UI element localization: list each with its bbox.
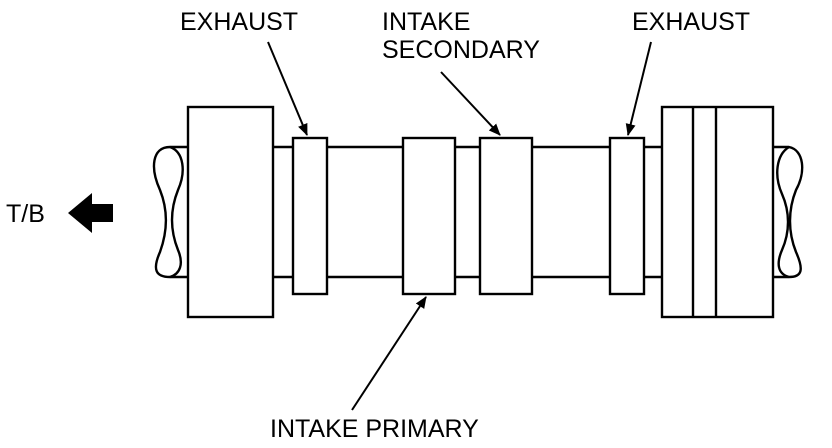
exhaust-lobe-left [291,136,329,296]
exhaust-left-leader [267,41,308,136]
intake-secondary-lobe [478,136,534,296]
intake-primary-lobe [401,136,457,296]
rear-journal [660,105,775,319]
front-journal [186,105,275,319]
exhaust-lobe-right [608,136,646,296]
intake-secondary-label-line1: INTAKE [382,8,470,36]
intake-secondary-label-line2: SECONDARY [382,36,540,64]
exhaust-left-label: EXHAUST [180,8,298,36]
exhaust-right-leader [625,41,652,136]
intake-primary-label: INTAKE PRIMARY [270,415,479,443]
intake-primary-leader [351,296,427,411]
shaft-right-end [773,145,804,279]
shaft-body [273,145,662,279]
left-arrow-icon [68,193,113,233]
direction-label: T/B [6,200,45,228]
exhaust-right-label: EXHAUST [632,8,750,36]
intake-secondary-leader [440,71,501,136]
shaft-left-end [152,145,188,279]
